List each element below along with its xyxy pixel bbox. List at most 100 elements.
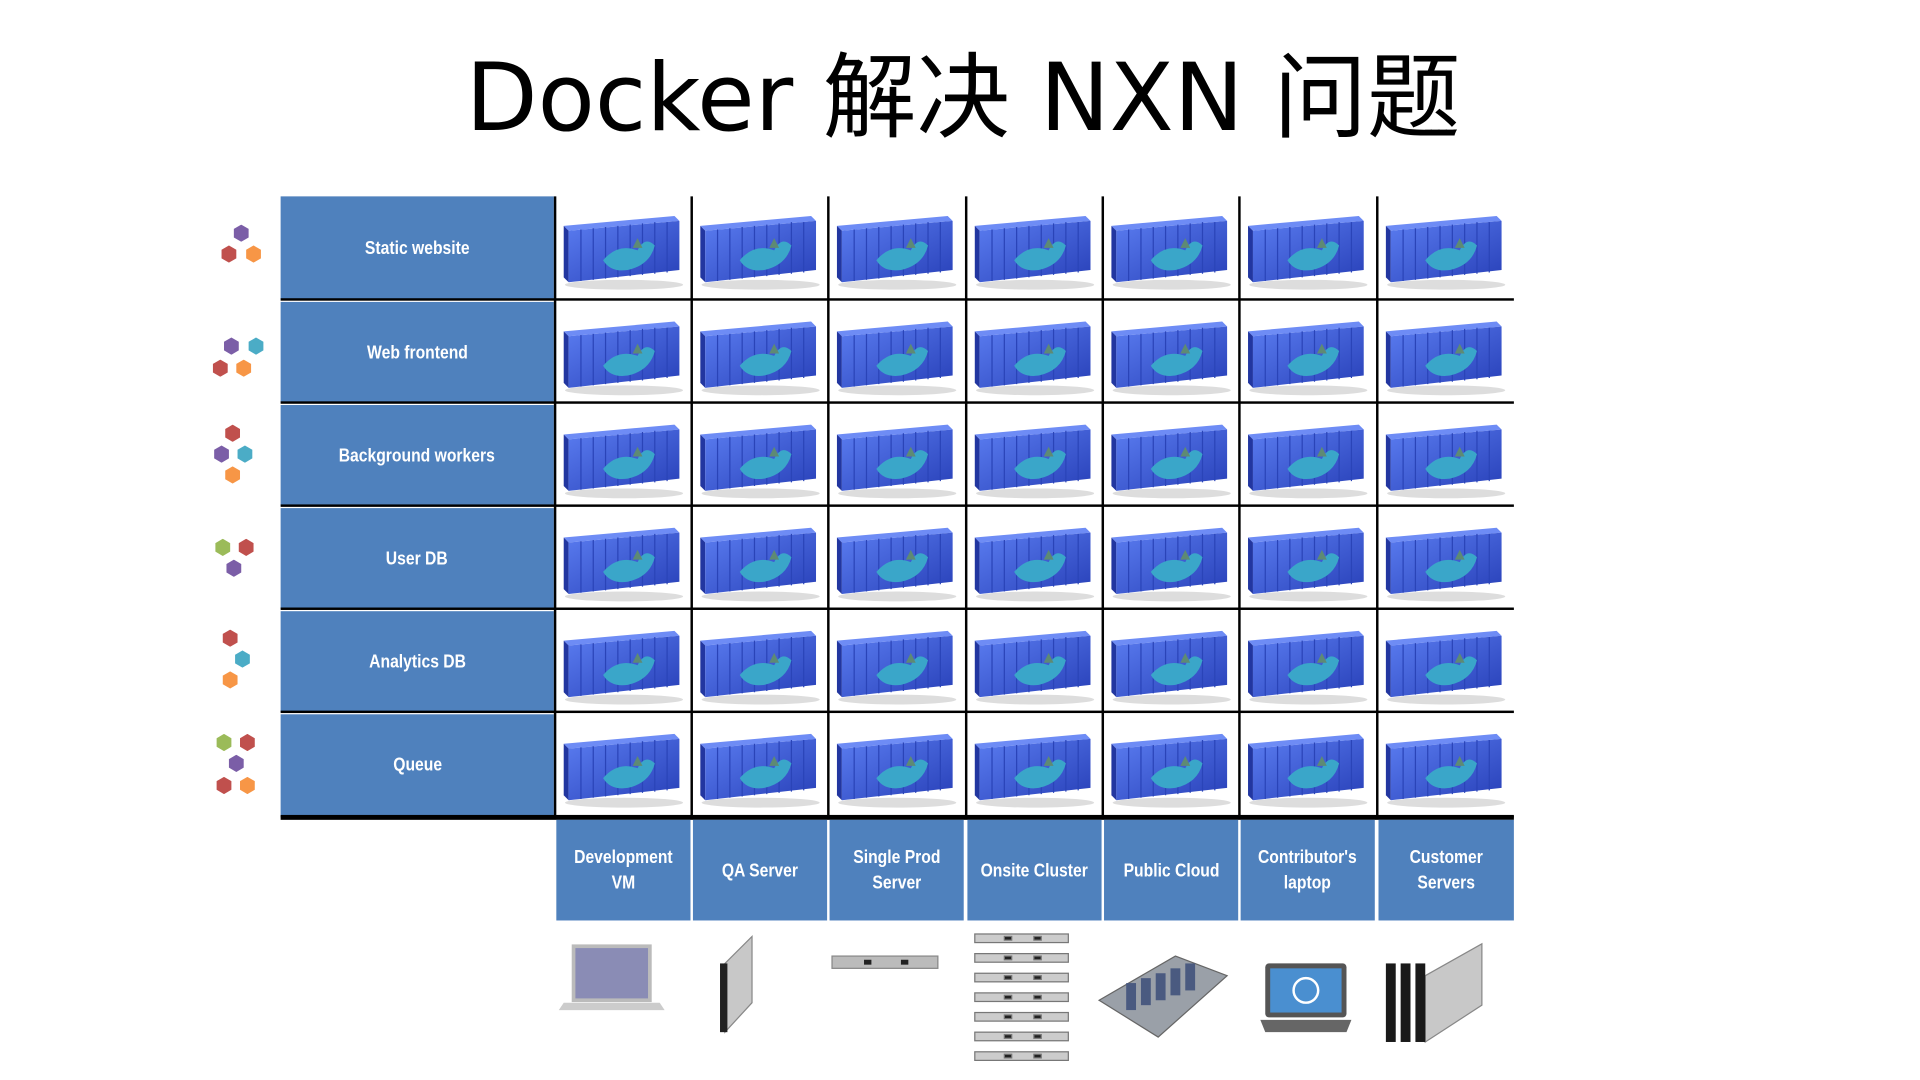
row-label-text: Static website bbox=[364, 237, 470, 259]
column-label: Onsite Cluster bbox=[967, 819, 1102, 921]
column-label: QA Server bbox=[692, 819, 828, 921]
service-hexagon-icon bbox=[245, 245, 262, 263]
docker-container-icon bbox=[1104, 611, 1237, 712]
docker-container-icon bbox=[556, 405, 689, 506]
service-hexagon-icon bbox=[215, 733, 232, 752]
service-hexagon-icon bbox=[220, 245, 237, 263]
column-label: Customer Servers bbox=[1378, 819, 1514, 921]
service-hexagon-icon bbox=[239, 776, 256, 795]
row-divider bbox=[280, 607, 1514, 610]
docker-container-icon bbox=[556, 302, 689, 403]
docker-container-icon bbox=[1104, 196, 1237, 297]
docker-container-icon bbox=[693, 714, 826, 815]
docker-container-icon bbox=[1104, 405, 1237, 506]
docker-container-icon bbox=[1241, 611, 1374, 712]
docker-container-icon bbox=[830, 302, 963, 403]
row-label-text: User DB bbox=[386, 547, 449, 569]
docker-container-icon bbox=[967, 508, 1100, 609]
row-divider bbox=[280, 401, 1514, 404]
docker-container-icon bbox=[1241, 196, 1374, 297]
docker-container-icon bbox=[1241, 302, 1374, 403]
column-divider bbox=[690, 196, 693, 819]
docker-container-icon bbox=[1378, 302, 1511, 403]
docker-container-icon bbox=[1241, 714, 1374, 815]
row-label-text: Queue bbox=[392, 754, 442, 776]
column-label-text: Onsite Cluster bbox=[980, 859, 1089, 881]
column-label-text: Single Prod Server bbox=[853, 846, 941, 894]
service-hexagon-icon bbox=[238, 538, 255, 556]
cloud-board-icon bbox=[1089, 927, 1229, 1068]
docker-container-icon bbox=[556, 196, 689, 297]
docker-container-icon bbox=[830, 405, 963, 506]
column-label-text: Customer Servers bbox=[1409, 846, 1483, 894]
docker-container-icon bbox=[830, 611, 963, 712]
column-label-text: QA Server bbox=[721, 859, 799, 881]
service-hexagon-icon bbox=[247, 337, 264, 355]
docker-container-icon bbox=[693, 302, 826, 403]
blade-server-icon bbox=[678, 927, 811, 1068]
docker-container-icon bbox=[556, 508, 689, 609]
row-label: User DB bbox=[280, 508, 554, 609]
service-hexagon-icon bbox=[223, 337, 240, 355]
docker-container-icon bbox=[693, 508, 826, 609]
docker-container-icon bbox=[830, 714, 963, 815]
column-divider bbox=[553, 196, 557, 819]
server-stack-icon bbox=[953, 927, 1086, 1068]
docker-container-icon bbox=[967, 611, 1100, 712]
slide-title: Docker 解决 NXN 问题 bbox=[465, 42, 1461, 153]
row-label-text: Analytics DB bbox=[368, 651, 466, 672]
docker-container-icon bbox=[556, 714, 689, 815]
row-label: Queue bbox=[280, 714, 554, 817]
row-label-text: Web frontend bbox=[366, 341, 468, 363]
row-label: Analytics DB bbox=[280, 611, 554, 712]
column-divider bbox=[964, 196, 968, 819]
column-label: Public Cloud bbox=[1104, 819, 1239, 921]
docker-container-icon bbox=[830, 196, 963, 297]
service-hexagon-icon bbox=[236, 445, 253, 463]
docker-container-icon bbox=[1104, 714, 1237, 815]
service-hexagon-icon bbox=[215, 776, 232, 795]
column-label: Single Prod Server bbox=[829, 819, 964, 921]
docker-container-icon bbox=[1378, 196, 1511, 297]
docker-container-icon bbox=[1378, 714, 1511, 815]
column-label-text: Public Cloud bbox=[1123, 859, 1220, 881]
service-hexagon-icon bbox=[212, 359, 229, 377]
service-hexagon-icon bbox=[213, 445, 230, 463]
service-hexagon-icon bbox=[233, 224, 250, 242]
docker-container-icon bbox=[693, 611, 826, 712]
docker-container-icon bbox=[1241, 405, 1374, 506]
docker-container-icon bbox=[1378, 405, 1511, 506]
rack-server-icon bbox=[815, 927, 948, 1068]
service-hexagon-icon bbox=[222, 629, 239, 647]
docker-container-icon bbox=[1241, 508, 1374, 609]
column-label-text: Contributor's laptop bbox=[1258, 846, 1358, 894]
service-hexagon-icon bbox=[234, 650, 251, 668]
column-label-text: Development VM bbox=[574, 846, 673, 894]
row-divider bbox=[280, 816, 1514, 820]
service-hexagon-icon bbox=[225, 559, 242, 577]
docker-container-icon bbox=[967, 405, 1100, 506]
docker-container-icon bbox=[693, 196, 826, 297]
column-label: Development VM bbox=[556, 819, 691, 921]
row-divider bbox=[280, 504, 1514, 507]
docker-container-icon bbox=[1104, 508, 1237, 609]
column-divider bbox=[1238, 196, 1241, 819]
row-label: Background workers bbox=[280, 405, 554, 506]
dell-laptop-icon bbox=[1226, 927, 1359, 1068]
service-hexagon-icon bbox=[214, 538, 231, 556]
service-hexagon-icon bbox=[224, 466, 241, 484]
docker-container-icon bbox=[1378, 508, 1511, 609]
row-label-text: Background workers bbox=[339, 444, 496, 466]
service-hexagon-icon bbox=[222, 671, 239, 689]
docker-container-icon bbox=[556, 611, 689, 712]
column-label: Contributor's laptop bbox=[1240, 819, 1375, 921]
docker-container-icon bbox=[967, 714, 1100, 815]
row-label: Web frontend bbox=[280, 301, 554, 403]
docker-container-icon bbox=[967, 302, 1100, 403]
service-hexagon-icon bbox=[239, 733, 256, 752]
docker-container-icon bbox=[1104, 302, 1237, 403]
column-divider bbox=[827, 196, 830, 819]
docker-container-icon bbox=[1378, 611, 1511, 712]
column-divider bbox=[1101, 196, 1105, 819]
